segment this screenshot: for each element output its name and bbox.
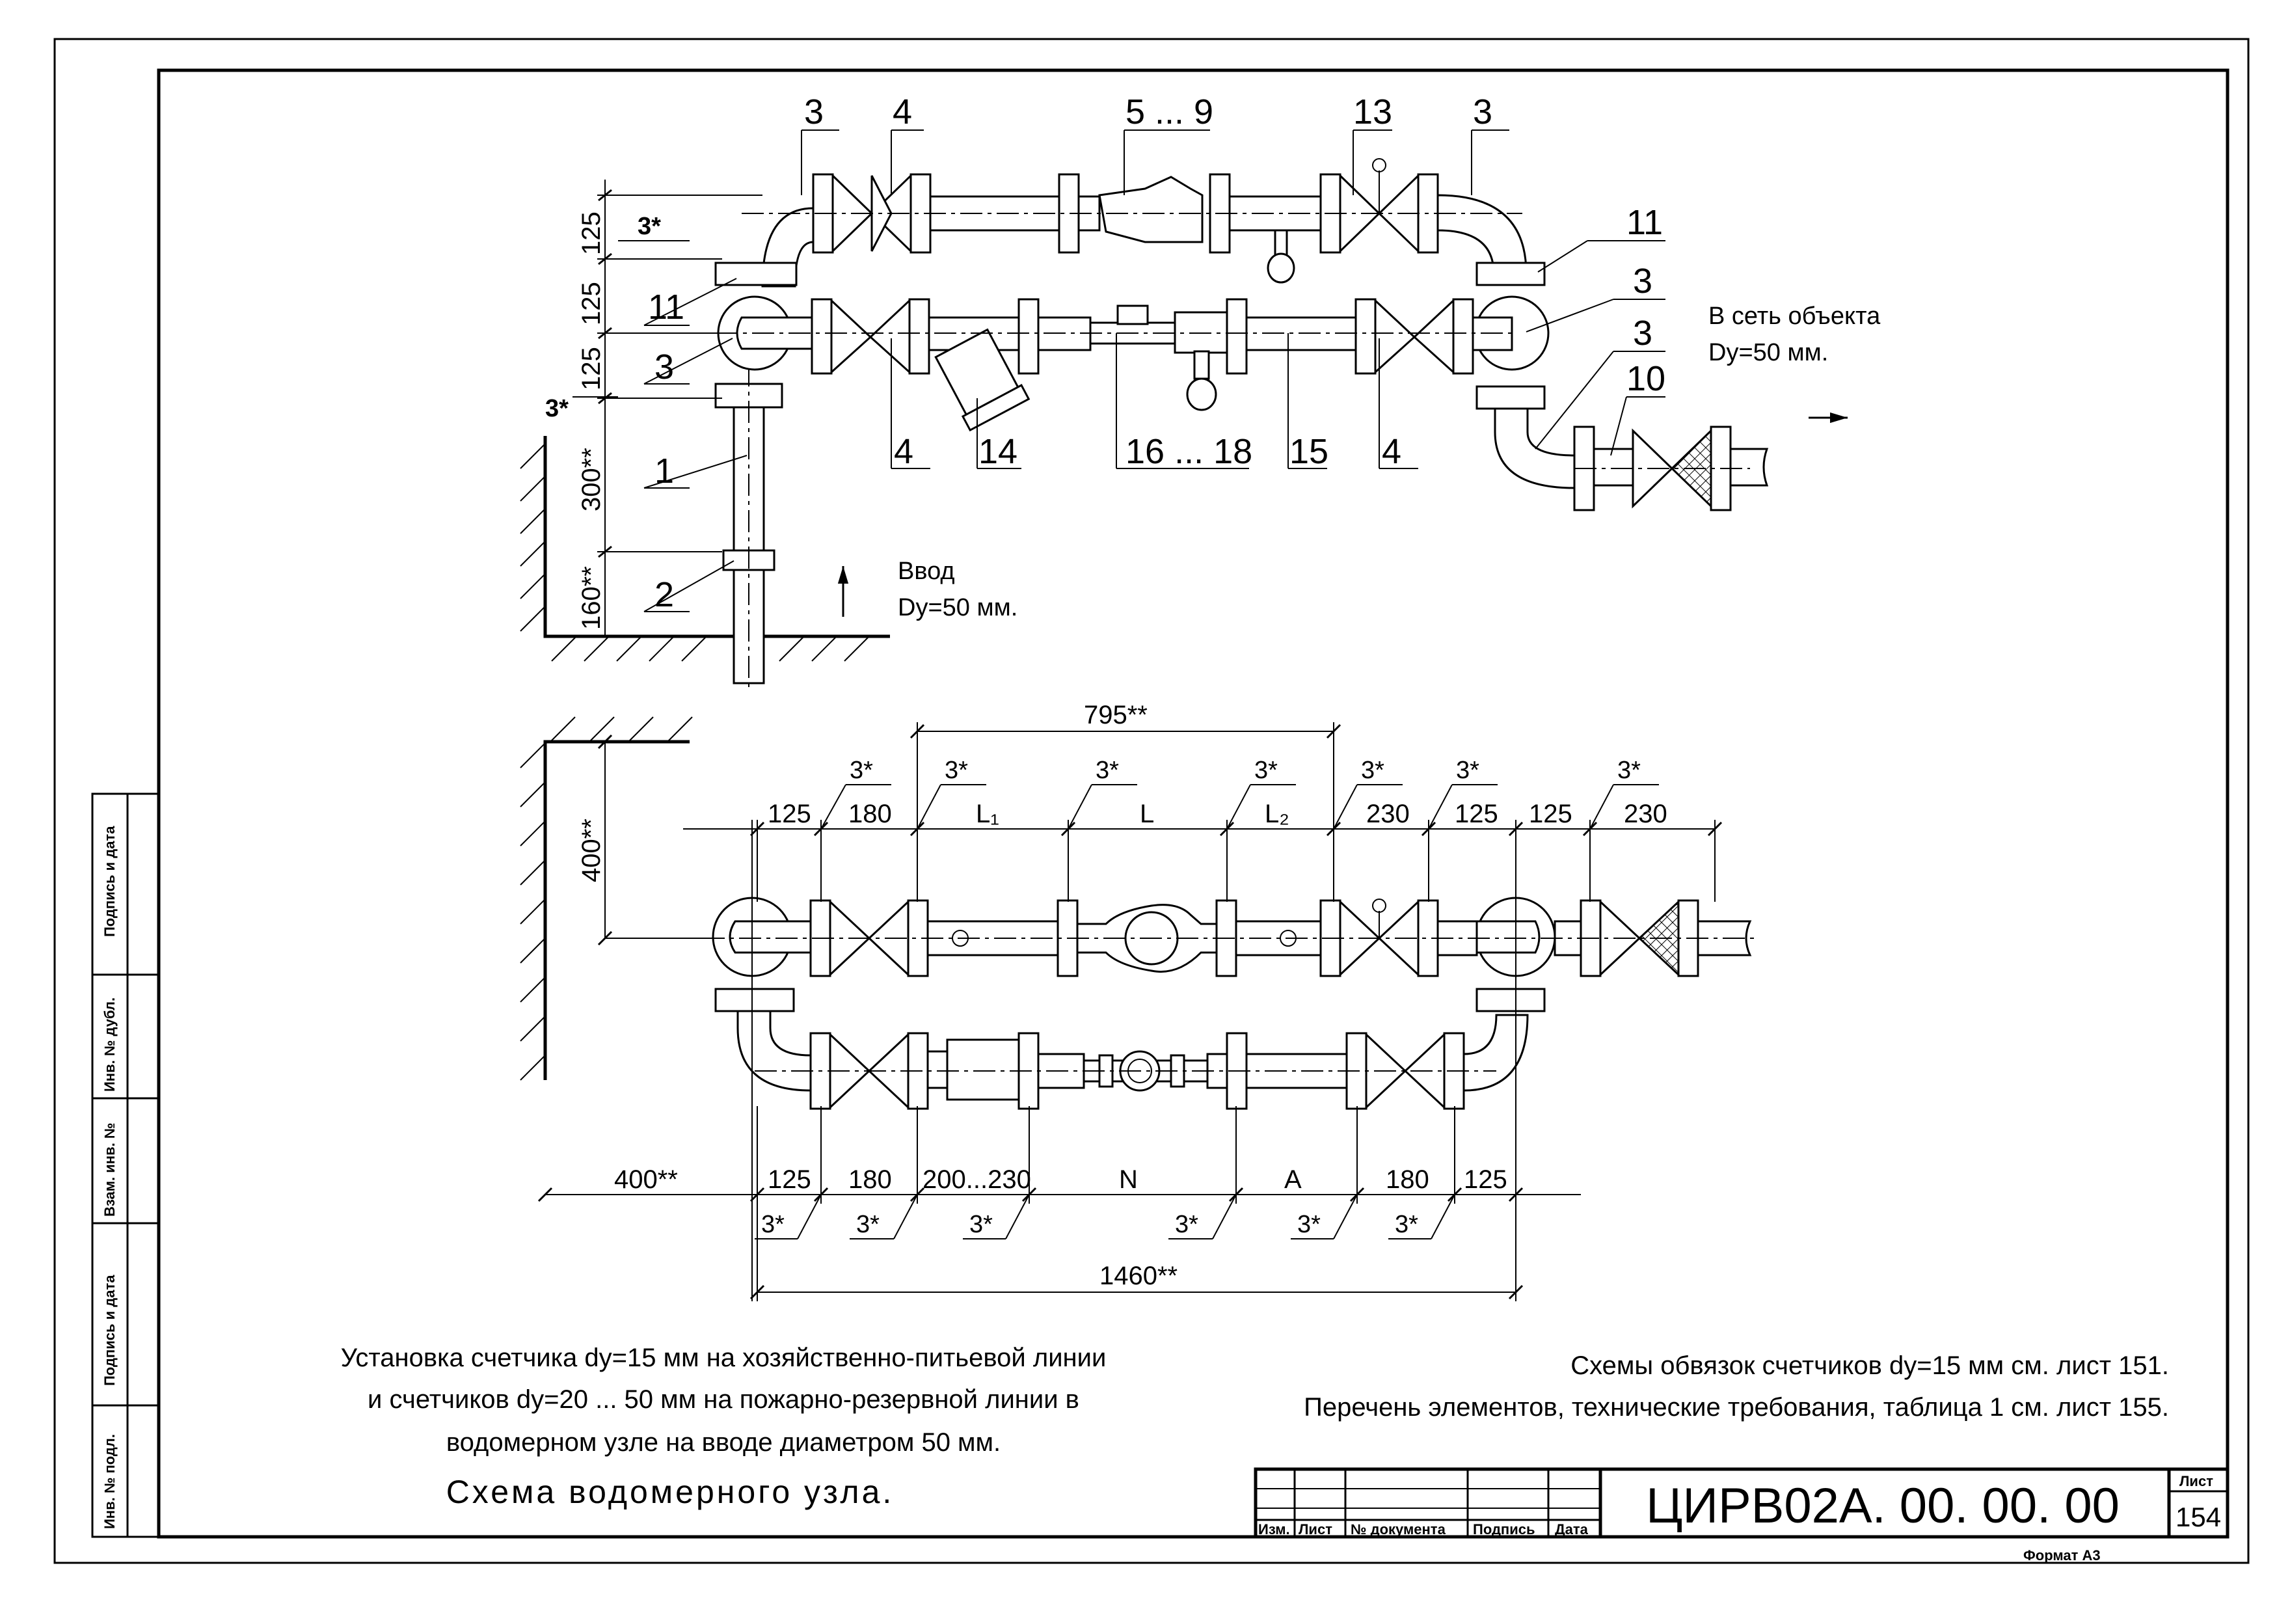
note-left-3: водомерном узле на вводе диаметром 50 мм… bbox=[446, 1428, 1001, 1457]
star-up-5: 3* bbox=[1361, 757, 1384, 784]
callout-3b: 3 bbox=[1473, 92, 1492, 131]
callout-3-left: 3 bbox=[654, 347, 674, 386]
callout-4b: 4 bbox=[894, 432, 913, 471]
inner-frame bbox=[157, 68, 2229, 1539]
callout-15: 15 bbox=[1289, 432, 1328, 471]
star-up-6: 3* bbox=[1456, 757, 1479, 784]
dim-up-230-b: 230 bbox=[1624, 800, 1667, 828]
star-low-1: 3* bbox=[761, 1211, 785, 1238]
outlet-label-2: Dy=50 мм. bbox=[1708, 339, 1828, 366]
outer-frame bbox=[53, 38, 2250, 1564]
callout-2: 2 bbox=[654, 575, 674, 614]
star-up-4: 3* bbox=[1254, 757, 1278, 784]
callout-3c: 3 bbox=[1633, 262, 1652, 301]
dim-160: 160** bbox=[577, 566, 606, 630]
callout-4c: 4 bbox=[1382, 432, 1401, 471]
star-top-a: 3* bbox=[638, 213, 661, 240]
wall-hatch-top bbox=[520, 436, 890, 662]
side-stamp: Инв. № подл. Подпись и дата Взам. инв. №… bbox=[91, 792, 160, 1538]
side-stamp-1: Инв. № подл. bbox=[101, 1434, 118, 1529]
side-stamp-3: Взам. инв. № bbox=[101, 1123, 118, 1217]
inlet-label-2: Dy=50 мм. bbox=[898, 594, 1017, 621]
dim-up-180: 180 bbox=[848, 800, 892, 828]
outlet-label-1: В сеть объекта bbox=[1708, 303, 1881, 330]
star-low-2: 3* bbox=[856, 1211, 880, 1238]
bottom-view bbox=[520, 716, 1757, 1301]
bottom-view-labels: 795** 400** 125 180 L₁ L L₂ 230 125 125 … bbox=[577, 701, 1667, 1290]
tb-col-list: Лист bbox=[1299, 1521, 1332, 1537]
callout-5-9: 5 ... 9 bbox=[1125, 92, 1213, 131]
format-label: Формат А3 bbox=[2023, 1547, 2101, 1563]
note-left-1: Установка счетчика dy=15 мм на хозяйстве… bbox=[341, 1344, 1107, 1372]
tb-col-date: Дата bbox=[1555, 1521, 1589, 1537]
callout-11-right: 11 bbox=[1626, 203, 1663, 242]
star-low-3: 3* bbox=[969, 1211, 993, 1238]
callout-16-18: 16 ... 18 bbox=[1125, 432, 1252, 471]
dim-400-vert: 400** bbox=[577, 819, 606, 882]
inlet-label-1: Ввод bbox=[898, 558, 955, 585]
side-stamp-4: Инв. № дубл. bbox=[101, 997, 118, 1092]
sheet-label: Лист bbox=[2179, 1473, 2213, 1489]
dim-low-N: N bbox=[1119, 1165, 1138, 1194]
dim-125-c: 125 bbox=[577, 347, 606, 390]
star-up-2: 3* bbox=[945, 757, 968, 784]
star-low-6: 3* bbox=[1395, 1211, 1418, 1238]
top-view-labels: 3 4 5 ... 9 13 3 11 3 3 10 11 3 1 2 4 14… bbox=[545, 92, 1881, 630]
tb-col-sign: Подпись bbox=[1473, 1521, 1535, 1537]
note-right-2: Перечень элементов, технические требован… bbox=[1304, 1393, 2169, 1422]
dim-up-125-c: 125 bbox=[1529, 800, 1572, 828]
caption: Схема водомерного узла. bbox=[446, 1474, 895, 1510]
callout-10: 10 bbox=[1626, 359, 1665, 398]
notes: Установка счетчика dy=15 мм на хозяйстве… bbox=[341, 1344, 2169, 1510]
dim-up-L: L bbox=[1140, 800, 1154, 828]
dim-1460: 1460** bbox=[1099, 1262, 1178, 1290]
dim-low-125-a: 125 bbox=[768, 1165, 811, 1194]
dim-low-200-230: 200...230 bbox=[923, 1165, 1031, 1194]
callout-3d: 3 bbox=[1633, 314, 1652, 353]
side-stamp-5: Подпись и дата bbox=[101, 826, 118, 937]
star-low-5: 3* bbox=[1297, 1211, 1321, 1238]
callout-13: 13 bbox=[1353, 92, 1392, 131]
callout-1: 1 bbox=[654, 452, 674, 491]
tb-col-izm: Изм. bbox=[1258, 1521, 1290, 1537]
callout-14: 14 bbox=[978, 432, 1017, 471]
dim-up-125-a: 125 bbox=[768, 800, 811, 828]
callout-3a: 3 bbox=[804, 92, 824, 131]
side-stamp-2: Подпись и дата bbox=[101, 1275, 118, 1386]
dim-up-125-b: 125 bbox=[1455, 800, 1498, 828]
callout-4a: 4 bbox=[893, 92, 912, 131]
star-up-7: 3* bbox=[1617, 757, 1641, 784]
note-left-2: и счетчиков dy=20 ... 50 мм на пожарно-р… bbox=[368, 1385, 1079, 1414]
star-up-3: 3* bbox=[1096, 757, 1119, 784]
dim-low-A: A bbox=[1284, 1165, 1302, 1194]
dim-125-b: 125 bbox=[577, 282, 606, 325]
dim-low-125-b: 125 bbox=[1464, 1165, 1507, 1194]
star-up-1: 3* bbox=[850, 757, 873, 784]
dim-up-L1: L₁ bbox=[976, 800, 999, 828]
dim-low-400: 400** bbox=[614, 1165, 678, 1194]
dim-795: 795** bbox=[1084, 701, 1148, 729]
star-low-4: 3* bbox=[1175, 1211, 1198, 1238]
dim-low-180-b: 180 bbox=[1386, 1165, 1429, 1194]
top-view bbox=[520, 129, 1848, 690]
dim-up-230-a: 230 bbox=[1366, 800, 1410, 828]
dim-up-L2: L₂ bbox=[1265, 800, 1289, 828]
note-right-1: Схемы обвязок счетчиков dy=15 мм см. лис… bbox=[1570, 1351, 2169, 1380]
dim-low-180-a: 180 bbox=[848, 1165, 892, 1194]
title-block: Изм. Лист № документа Подпись Дата ЦИРВ0… bbox=[1254, 1467, 2229, 1563]
doc-number: ЦИРВ02А. 00. 00. 00 bbox=[1646, 1478, 2120, 1534]
callout-11-left: 11 bbox=[648, 288, 684, 327]
sheet-number: 154 bbox=[2176, 1502, 2221, 1532]
star-top-b: 3* bbox=[545, 395, 569, 422]
dim-125-a: 125 bbox=[577, 211, 606, 255]
tb-col-doc: № документа bbox=[1351, 1521, 1446, 1537]
dim-300: 300** bbox=[577, 448, 606, 511]
wall-hatch-bottom bbox=[520, 716, 693, 1081]
